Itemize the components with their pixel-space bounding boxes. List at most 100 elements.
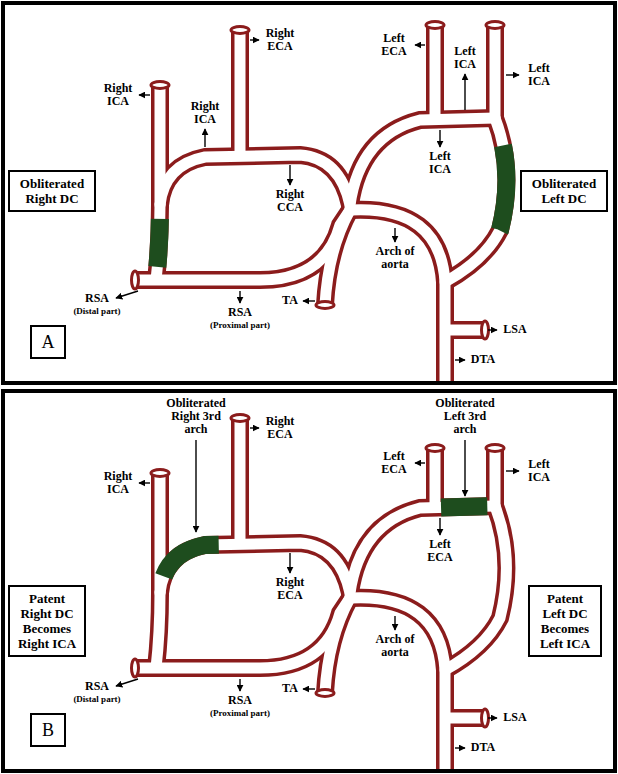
vessel-label: TA [280,682,300,695]
obliterated-segment [156,118,506,282]
vessel-label: RSA [223,694,257,707]
vessel-open-end [316,690,334,697]
vessel-wall [486,25,504,118]
panel-frame [3,3,615,383]
vessel-wall [350,598,445,770]
vessel-lumen [325,210,350,305]
vessel-lumen [160,155,350,205]
box-text: Obliterated Right DC [16,176,88,206]
vessel-label: Left ICA [522,62,556,88]
leader-arrow [204,129,205,147]
vessel-label: Right ECA [272,576,308,602]
vessel-wall [325,210,350,305]
vessel-lumen [350,506,495,593]
vessel-lumen [235,418,246,544]
vessel-open-end [316,302,334,309]
vessel-junction-lumen [155,501,501,676]
vessel-junction-lumen [440,277,451,288]
vessel-lumen [445,713,485,724]
leader-arrow [394,616,395,630]
vessel-label: Left ECA [376,450,412,476]
vessel-wall [156,593,160,668]
vessel-junction-lumen [155,200,166,211]
leader-arrow [455,747,465,748]
vessel-label: Left ICA [522,458,556,484]
annotation-box: Obliterated Left DC [520,170,608,212]
vessel-wall [135,418,506,770]
panel-b-vessels [132,415,507,771]
annotation-box: Obliterated Right DC [8,170,96,212]
panel-frame [3,3,615,771]
vessel-open-end [426,22,444,29]
vessel-lumen [135,598,350,668]
vessel-lumen [490,25,501,118]
vessel-wall [156,205,160,280]
vessel-lumen [350,118,495,205]
vessel-open-end [151,82,169,89]
vessel-wall [350,506,495,593]
vessel-junction-lumen [155,588,166,599]
leader-arrow [303,300,315,301]
leader-arrow [464,74,465,110]
vessel-wall [325,598,350,693]
leader-arrow [488,329,497,330]
vessel-wall [160,543,350,593]
vessel-lumen [445,325,485,336]
leader-arrow [439,518,440,535]
leader-arrow [139,94,150,95]
leader-arrow [289,553,290,573]
vessel-label: Right ICA [100,470,136,496]
vessel-label: Left ICA [423,150,457,176]
panel-letter-box: A [30,325,66,359]
vessel-lumen [235,30,246,156]
vessel-label: Arch of aorta [370,633,420,659]
box-text: Patent Left DC Becomes Left ICA [536,591,594,651]
leader-arrow [415,462,425,463]
leader-arrow [464,440,465,496]
vessel-lumen [350,598,445,770]
vessel-lumen [430,25,441,121]
obliterated-segment [156,205,160,280]
vessel-open-end [132,659,139,677]
vessel-label: LSA [500,711,530,724]
vessel-lumen [135,25,506,382]
vessel-wall [135,598,350,668]
obliterated-segment [160,506,495,593]
vessel-open-end [482,709,489,727]
leader-arrow [488,717,497,718]
vessel-wall [445,118,506,282]
vessel-wall [445,506,506,670]
vessel-label: Right ICA [100,82,136,108]
vessel-lumen [156,593,160,668]
leader-arrow [506,470,519,471]
vessel-label: Left ICA [448,45,482,71]
leader-arrow [116,291,138,298]
vessel-junction-lumen [440,665,451,676]
leader-arrow [250,427,259,428]
vessel-lumen [135,418,506,770]
vessel-open-end [132,271,139,289]
vessel-label: Right ECA [262,27,298,53]
leader-arrow [239,291,240,303]
vessel-label: RSA [80,680,114,693]
vessel-label: RSA [80,292,114,305]
panel-frame [3,391,615,771]
vessel-junction-lumen [490,501,501,512]
part-note: (Proximal part) [205,320,275,331]
vessel-wall [445,709,485,727]
leader-arrow [415,44,425,45]
vessel-wall [350,210,445,382]
vessel-wall [231,418,249,544]
vessel-label: Obliterated Left 3rd arch [432,397,498,436]
part-note: (Proximal part) [205,708,275,719]
vessel-label: Right ECA [262,415,298,441]
leader-arrow [116,679,138,686]
vessel-label: Obliterated Right 3rd arch [163,397,229,436]
panel-letter-box: B [30,713,66,747]
vessel-open-end [486,445,504,452]
leader-arrow [250,39,259,40]
leader-arrow [239,679,240,691]
leader-arrow [303,688,315,689]
